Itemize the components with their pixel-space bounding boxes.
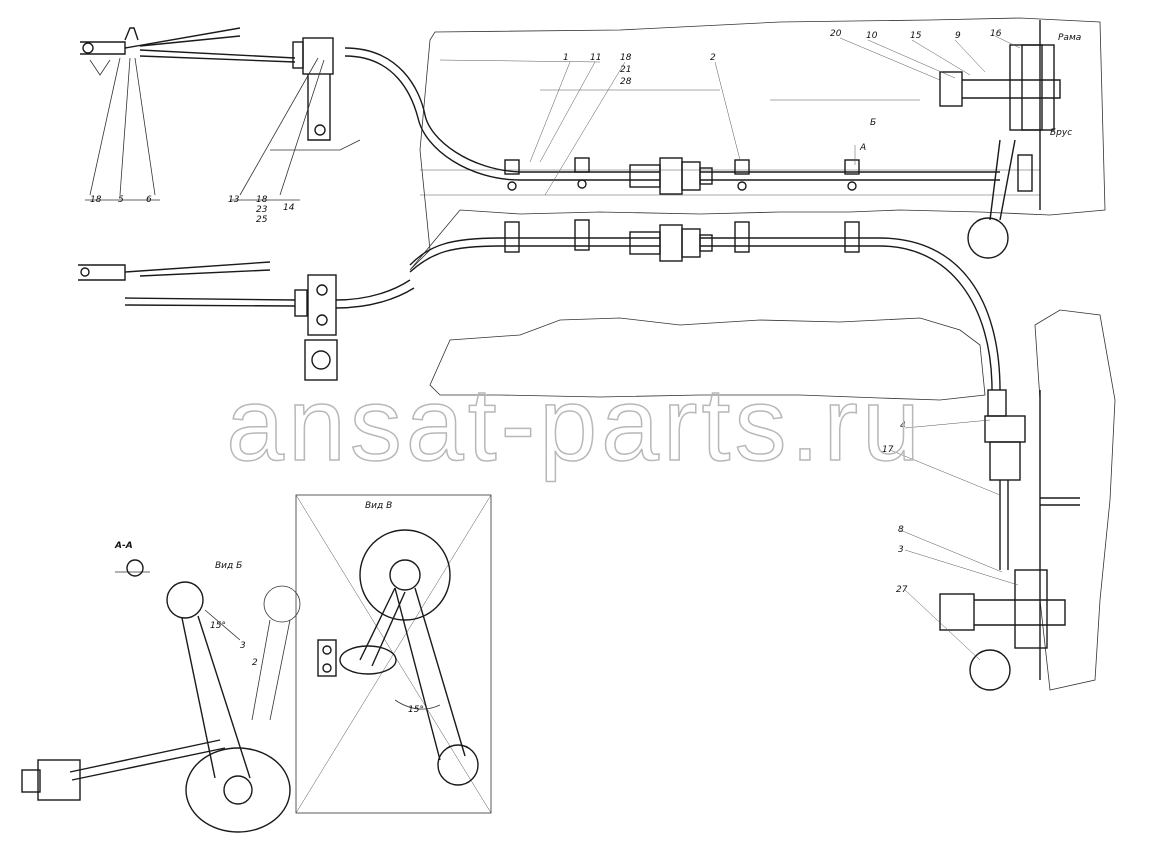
label-rama: Рама <box>1058 33 1081 43</box>
right-lower-assembly <box>939 389 1080 691</box>
label-8: 8 <box>898 525 904 535</box>
label-28: 28 <box>620 77 632 87</box>
cable-clamps <box>504 157 860 253</box>
label-20: 20 <box>830 29 842 39</box>
label-5: 5 <box>118 195 124 205</box>
label-21: 21 <box>620 65 631 75</box>
label-brus: Брус <box>1050 128 1072 138</box>
watermark: ansat-parts.ru <box>225 366 924 484</box>
upper-cable <box>344 47 1000 181</box>
top-right-lever-assembly <box>939 20 1061 259</box>
label-section-a: A <box>859 143 866 153</box>
part-labels: 18 5 6 13 18 23 25 14 1 11 18 21 28 2 A … <box>90 29 1081 715</box>
leader-lines <box>529 35 1021 661</box>
view-b-lever <box>21 559 301 833</box>
label-9: 9 <box>955 31 961 41</box>
watermark-text: ansat-parts.ru <box>226 367 924 483</box>
label-4: 4 <box>900 421 906 431</box>
label-13: 13 <box>228 195 240 205</box>
cable-adjusters <box>629 157 713 262</box>
label-small-2: 2 <box>252 658 258 668</box>
label-angle-15b: 15° <box>408 705 424 715</box>
label-11: 11 <box>590 53 601 63</box>
label-14: 14 <box>283 203 295 213</box>
label-3: 3 <box>898 545 904 555</box>
label-18c: 18 <box>620 53 632 63</box>
label-6: 6 <box>146 195 152 205</box>
label-section-aa: А-А <box>114 541 133 551</box>
label-17: 17 <box>882 445 894 455</box>
label-10: 10 <box>866 31 878 41</box>
label-23: 23 <box>256 205 268 215</box>
mid-left-lever-assembly <box>78 261 415 381</box>
label-vid-b: Вид Б <box>215 561 242 571</box>
label-15: 15 <box>910 31 922 41</box>
label-small-3: 3 <box>240 641 246 651</box>
top-left-lever-assembly <box>80 27 361 201</box>
label-1: 1 <box>563 53 569 63</box>
label-2: 2 <box>710 53 716 63</box>
label-18: 18 <box>90 195 102 205</box>
label-16: 16 <box>990 29 1002 39</box>
label-27: 27 <box>896 585 908 595</box>
upper-frame-outline <box>409 17 1106 271</box>
label-18b: 18 <box>256 195 268 205</box>
label-vid-v: Вид В <box>365 501 392 511</box>
label-25: 25 <box>256 215 268 225</box>
label-angle-15: 15° <box>210 621 226 631</box>
view-v-detail <box>295 494 492 814</box>
lower-cable <box>409 237 1001 391</box>
label-view-b: Б <box>870 118 876 128</box>
